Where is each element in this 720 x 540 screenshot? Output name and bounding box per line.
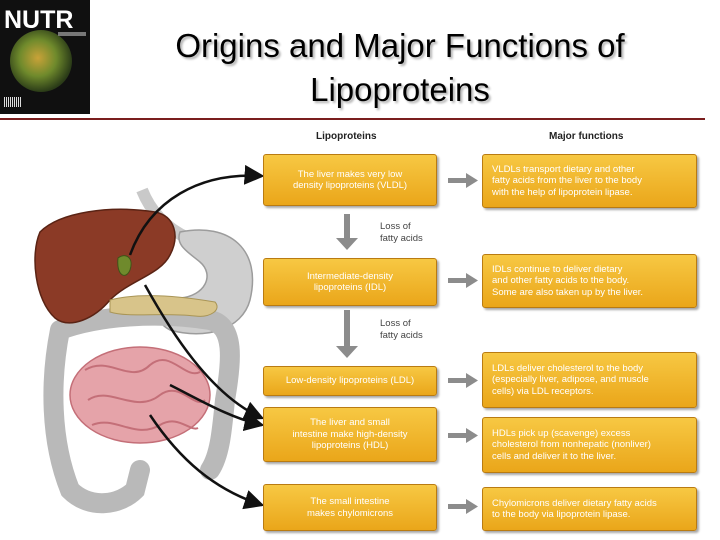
title-divider bbox=[0, 118, 705, 120]
ldl-box: Low-density lipoproteins (LDL) bbox=[263, 366, 437, 396]
cover-artwork bbox=[10, 30, 72, 92]
functions-column-heading: Major functions bbox=[549, 131, 624, 142]
loss-of-fatty-acids-label-1: Loss of fatty acids bbox=[380, 221, 423, 244]
ldl-function-arrow bbox=[448, 373, 478, 388]
ldl-function-box: LDLs deliver cholesterol to the body (es… bbox=[482, 352, 697, 408]
liver-shape bbox=[34, 208, 176, 324]
hdl-function-arrow bbox=[448, 428, 478, 443]
title-line-2: Lipoproteins bbox=[310, 71, 490, 108]
vldl-function-box: VLDLs transport dietary and other fatty … bbox=[482, 154, 697, 208]
liver-to-hdl-arrow bbox=[143, 284, 265, 421]
lipoproteins-column-heading: Lipoproteins bbox=[316, 131, 377, 142]
hdl-function-box: HDLs pick up (scavenge) excess cholester… bbox=[482, 417, 697, 473]
small-intestine-shape bbox=[69, 346, 211, 444]
vldl-function-arrow bbox=[448, 173, 478, 188]
idl-function-arrow bbox=[448, 273, 478, 288]
large-intestine-shape bbox=[43, 305, 240, 514]
liver-to-vldl-arrow bbox=[128, 164, 265, 256]
hdl-box: The liver and small intestine make high-… bbox=[263, 407, 437, 462]
slide-title: Origins and Major Functions of Lipoprote… bbox=[100, 24, 700, 112]
vldl-box: The liver makes very low density lipopro… bbox=[263, 154, 437, 206]
magazine-cover-image: NUTR bbox=[0, 0, 90, 114]
vldl-to-idl-arrow bbox=[336, 214, 358, 250]
title-line-1: Origins and Major Functions of bbox=[175, 27, 625, 64]
cover-tagline-bar bbox=[58, 32, 86, 36]
pancreas-shape bbox=[109, 295, 218, 317]
cover-masthead: NUTR bbox=[4, 6, 74, 34]
cover-barcode bbox=[4, 97, 22, 107]
chylomicron-box: The small intestine makes chylomicrons bbox=[263, 484, 437, 531]
idl-box: Intermediate-density lipoproteins (IDL) bbox=[263, 258, 437, 306]
idl-function-box: IDLs continue to deliver dietary and oth… bbox=[482, 254, 697, 308]
loss-of-fatty-acids-label-2: Loss of fatty acids bbox=[380, 318, 423, 341]
chylomicron-function-box: Chylomicrons deliver dietary fatty acids… bbox=[482, 487, 697, 531]
intestine-to-hdl-arrow bbox=[169, 383, 265, 432]
chylomicron-function-arrow bbox=[448, 499, 478, 514]
gallbladder-shape bbox=[117, 255, 132, 276]
idl-to-ldl-arrow bbox=[336, 310, 358, 358]
intestine-to-chylomicron-arrow bbox=[148, 414, 265, 510]
